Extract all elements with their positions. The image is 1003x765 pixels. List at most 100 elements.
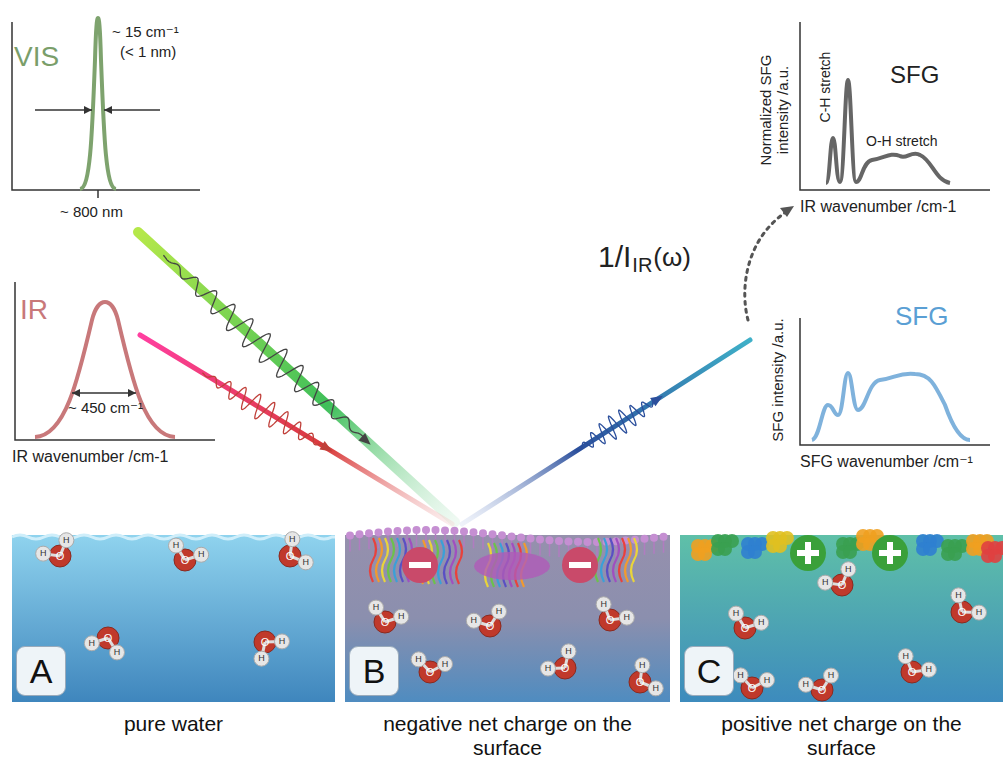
protein-helix: [456, 540, 462, 584]
hydrogen-label: H: [110, 648, 125, 657]
hydrogen-atom: [733, 668, 748, 683]
lipid-head: [565, 538, 573, 546]
bandwidth: ~ 450 cm⁻¹: [68, 400, 143, 417]
hydrogen-atom: [84, 636, 99, 651]
charge-bar: [409, 562, 431, 568]
hydrogen-label: H: [368, 603, 383, 612]
hydrogen-atom: [254, 651, 269, 666]
hydrogen-label: H: [298, 558, 313, 567]
hydrogen-atom: [818, 575, 833, 590]
lipid-head: [584, 538, 592, 546]
hydrogen-label: H: [561, 647, 576, 656]
protein-helix: [382, 538, 388, 582]
protein-helix: [376, 538, 382, 582]
charge-symbol: [790, 535, 826, 571]
oxygen-label: O: [254, 637, 276, 648]
axis-label: IR wavenumber /cm-1: [12, 448, 169, 466]
hydrogen-atom: [492, 604, 507, 619]
hydrogen-label: H: [285, 535, 300, 544]
panel-letter: A: [16, 646, 66, 696]
lipid-head: [451, 527, 459, 535]
charge-symbol: [872, 535, 908, 571]
oxygen-label: O: [901, 667, 923, 678]
protein-blob: [698, 547, 712, 561]
oxygen-label: O: [831, 580, 853, 591]
hydrogen-label: H: [971, 608, 986, 617]
hydrogen-label: H: [733, 671, 748, 680]
lipid-head: [422, 526, 430, 534]
lipid-head: [660, 533, 668, 541]
hydrogen-label: H: [921, 665, 936, 674]
lipid-head: [574, 538, 582, 546]
charge-symbol: [562, 547, 598, 583]
protein-helix: [388, 538, 394, 582]
oxygen-label: O: [629, 677, 651, 688]
protein-blob: [988, 549, 1002, 563]
hydrogen-label: H: [648, 684, 663, 693]
lipid-head: [650, 534, 658, 542]
normalization: (ω): [653, 243, 691, 272]
peak-label: C-H stretch: [818, 40, 833, 134]
hydrogen-atom: [466, 613, 481, 628]
lipid-head: [365, 529, 373, 537]
protein-helix: [625, 538, 631, 582]
light-wave: [163, 255, 366, 441]
oxygen-label: O: [554, 663, 576, 674]
hydrogen-label: H: [754, 618, 769, 627]
hydrogen-atom: [59, 533, 74, 548]
hydrogen-atom: [921, 662, 936, 677]
hydrogen-atom: [619, 610, 634, 625]
hydrogen-label: H: [274, 637, 289, 646]
protein-blob: [948, 547, 962, 561]
hydrogen-atom: [285, 532, 300, 547]
panel-caption: pure water: [22, 712, 325, 736]
charge-bar: [569, 562, 591, 568]
hydrogen-atom: [898, 649, 913, 664]
protein-helix: [631, 538, 637, 582]
oxygen-label: O: [741, 683, 763, 694]
hydrogen-atom: [194, 547, 209, 562]
protein-blob: [923, 542, 937, 556]
protein-helix: [370, 538, 376, 582]
lipid-head: [527, 535, 535, 543]
hydrogen-atom: [635, 658, 650, 673]
hydrogen-label: H: [818, 578, 833, 587]
protein-blob: [718, 542, 732, 556]
arrowhead: [319, 441, 332, 451]
hydrogen-label: H: [541, 664, 556, 673]
hydrogen-atom: [541, 661, 556, 676]
protein-blob: [773, 539, 787, 553]
lipid-head: [536, 536, 544, 544]
plot-title: SFG: [895, 302, 948, 331]
bandwidth: (< 1 nm): [120, 44, 176, 61]
lipid-head: [403, 526, 411, 534]
lipid-head: [394, 527, 402, 535]
hydrogen-label: H: [951, 591, 966, 600]
hydrogen-atom: [971, 605, 986, 620]
panel-caption: negative net charge on the surface: [355, 712, 660, 760]
hydrogen-atom: [274, 634, 289, 649]
hydrogen-label: H: [841, 565, 856, 574]
hydrogen-atom: [596, 597, 611, 612]
hydrogen-label: H: [824, 671, 839, 680]
protein-helix: [450, 540, 456, 584]
oxygen-label: O: [599, 615, 621, 626]
lipid-head: [375, 528, 383, 536]
wavelength: ~ 800 nm: [60, 204, 123, 221]
hydrogen-atom: [411, 652, 426, 667]
hydrogen-label: H: [59, 536, 74, 545]
hydrogen-label: H: [596, 600, 611, 609]
hydrogen-label: H: [619, 613, 634, 622]
protein-helix: [601, 538, 607, 582]
arrowhead: [650, 396, 663, 407]
hydrogen-atom: [438, 657, 453, 672]
hydrogen-atom: [368, 600, 383, 615]
lipid-head: [413, 526, 421, 534]
plot-title: SFG: [890, 62, 939, 88]
lipid-head: [346, 531, 354, 539]
protein-helix: [613, 538, 619, 582]
hydrogen-atom: [951, 588, 966, 603]
axis-label: IR wavenumber /cm-1: [800, 198, 957, 216]
hydrogen-atom: [760, 673, 775, 688]
